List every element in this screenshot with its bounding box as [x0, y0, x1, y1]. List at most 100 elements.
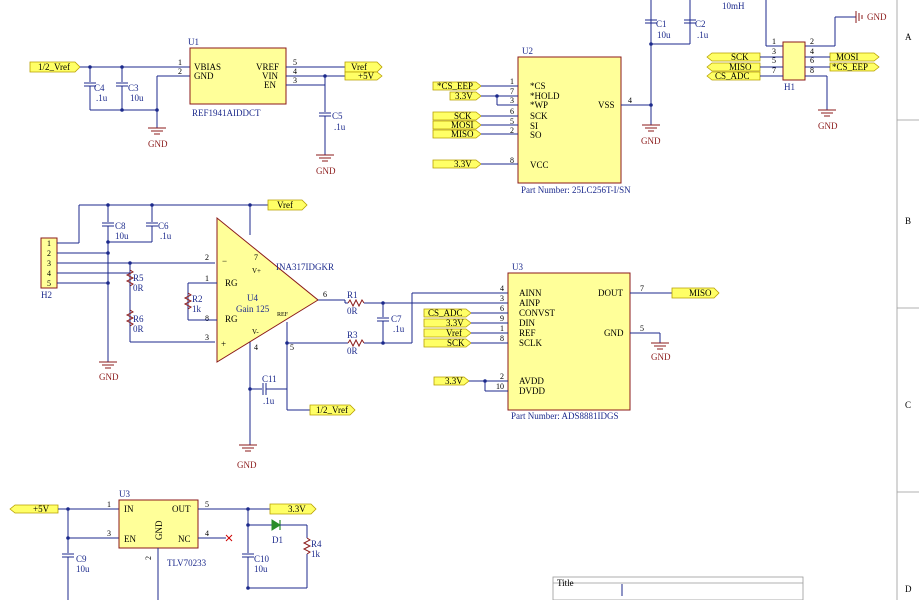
pin-number: 6 [510, 107, 514, 116]
u2-body [517, 56, 622, 184]
c9-ref: C9 [76, 554, 87, 564]
port-label: +5V [33, 504, 50, 514]
port-label: +5V [358, 71, 375, 81]
u2-ref: U2 [522, 46, 533, 56]
u1-pin-vbias: VBIAS [194, 62, 221, 72]
r6-ref: R6 [133, 314, 144, 324]
port-label: *CS_EEP [437, 81, 473, 91]
zone-b: B [905, 216, 911, 226]
pin-number: 3 [510, 96, 514, 105]
c2-value: .1u [697, 30, 709, 40]
u4-pin-rg1: RG [225, 278, 238, 288]
port-vref-u3 [423, 328, 472, 338]
pin-number: 6 [810, 56, 814, 65]
port-label: CS_ADC [428, 308, 463, 318]
pin-number: 2 [500, 372, 504, 381]
pin-number: 1 [510, 77, 514, 86]
pin-number: 8 [500, 334, 504, 343]
pin-number: 7 [640, 284, 644, 293]
u3-reg-pin-in: IN [124, 504, 134, 514]
port-csadc-u3 [423, 308, 472, 318]
u3-pin-din: DIN [519, 318, 535, 328]
u1-pin-vref: VREF [256, 62, 279, 72]
d1-led-icon [271, 519, 281, 531]
u4-part: INA317IDGKR [276, 262, 334, 272]
port-label: *CS_EEP [832, 62, 868, 72]
port-vref-u1 [344, 61, 383, 73]
r2-ref: R2 [192, 294, 203, 304]
pin-number: 8 [205, 314, 209, 323]
u3-pin-gnd: GND [604, 328, 624, 338]
port-half-vref-amp [309, 404, 356, 416]
pin-number: 5 [640, 324, 644, 333]
h2-ref: H2 [41, 290, 52, 300]
u4-plus: + [221, 339, 226, 349]
d1-ref: D1 [272, 535, 283, 545]
port-label: MISO [689, 288, 712, 298]
pin-number: 5 [205, 500, 209, 509]
pin-number: 1 [107, 500, 111, 509]
u1-reference-block: 1/2_Vref C4 .1u C3 10u GND U1 VBIAS GND … [29, 37, 383, 176]
u2-pin-si: SI [530, 121, 538, 131]
pin-number: 2 [178, 67, 182, 76]
c11-ref: C11 [262, 374, 277, 384]
c1-ref: C1 [656, 19, 667, 29]
h1-ref: H1 [784, 82, 795, 92]
c2-ref: C2 [695, 19, 706, 29]
pin-number: 1 [205, 274, 209, 283]
port-label: 3.3V [446, 318, 464, 328]
c5-ref: C5 [332, 111, 343, 121]
regulator-block: +5V C9 10u U3 IN EN GND OUT NC 1 3 2 5 4… [9, 489, 322, 600]
u3-pin-sclk: SCLK [519, 338, 543, 348]
port-33v-u2b [432, 159, 482, 169]
gnd-label: GND [818, 121, 838, 131]
u4-minus: − [222, 256, 227, 266]
pin-number: 4 [293, 67, 297, 76]
port-miso-u2 [432, 129, 482, 139]
gnd-label: GND [867, 12, 887, 22]
port-label: Vref [277, 200, 293, 210]
c8-value: 10u [115, 231, 129, 241]
port-mosi-h1 [829, 52, 880, 62]
u4-body [216, 216, 319, 363]
port-label: 1/2_Vref [38, 62, 70, 72]
pin-number: 7 [254, 253, 258, 262]
r3-value: 0R [347, 346, 358, 356]
port-label: SCK [731, 52, 749, 62]
r5-ref: R5 [133, 273, 144, 283]
u3-pin-ainn: AINN [519, 288, 542, 298]
pin-number: 2 [810, 37, 814, 46]
pin-number: 2 [205, 253, 209, 262]
u4-pin-vminus: V- [252, 328, 259, 336]
u3-pin-convst: CONVST [519, 308, 556, 318]
c9-value: 10u [76, 564, 90, 574]
u3-reg-pin-en: EN [124, 534, 136, 544]
port-33v-u3b [433, 376, 470, 386]
junction-dots [66, 42, 653, 590]
gnd-label: GND [651, 352, 671, 362]
u3-reg-pin-out: OUT [172, 504, 191, 514]
r1-ref: R1 [347, 290, 358, 300]
u3-pin-ainp: AINP [519, 298, 540, 308]
port-miso-u3 [671, 287, 720, 299]
zone-c: C [905, 400, 911, 410]
u3-pin-avdd: AVDD [519, 376, 544, 386]
pin-number: 1 [500, 324, 504, 333]
u4-pin-ref: REF [277, 312, 289, 318]
r4-value: 1k [311, 549, 321, 559]
r6-value: 0R [133, 324, 144, 334]
pin-number: 4 [254, 343, 258, 352]
u2-pin-vss: VSS [598, 100, 615, 110]
u2-pin-hold: *HOLD [530, 91, 560, 101]
pin-number: 5 [47, 279, 51, 288]
h1-connector-block: 10mH GND H1 1 2 3 4 5 6 7 8 SCK MISO CS_… [706, 0, 887, 131]
pin-number: 1 [178, 58, 182, 67]
u3-pin-ref: REF [519, 328, 536, 338]
port-cseep-h1 [829, 62, 880, 72]
u2-pin-sck: SCK [530, 111, 548, 121]
u4-pin-rg2: RG [225, 314, 238, 324]
pin-number: 2 [144, 556, 153, 560]
pin-number: 3 [772, 47, 776, 56]
pin-number: 3 [107, 529, 111, 538]
u4-gain: Gain 125 [236, 304, 270, 314]
